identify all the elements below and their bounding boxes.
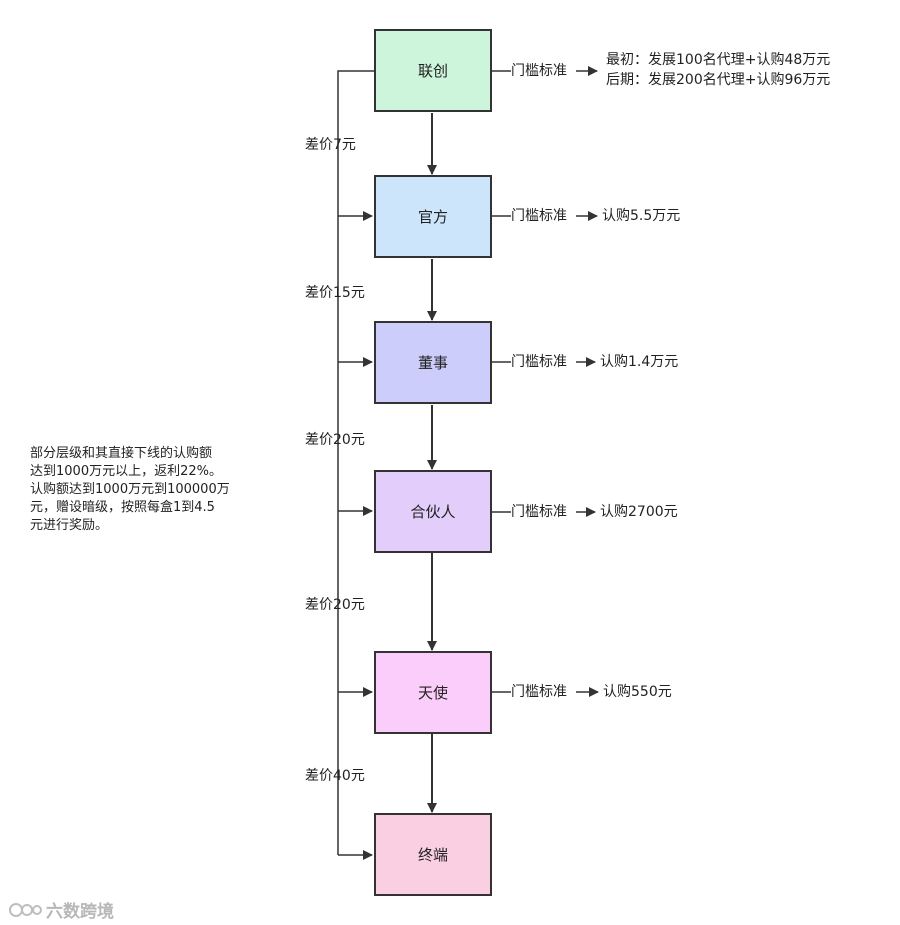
requirement-label: 认购1.4万元 — [600, 354, 679, 370]
watermark: 六数跨境 — [8, 897, 114, 922]
gate-label: 门槛标准 — [511, 208, 567, 224]
requirement-label: 认购550元 — [603, 684, 672, 700]
note-line: 达到1000万元以上，返利22%。 — [30, 464, 222, 479]
note-line: 元进行奖励。 — [30, 518, 109, 533]
level-box-hehuoren: 合伙人 — [374, 470, 492, 553]
level-box-guanfang: 官方 — [374, 175, 492, 258]
requirement-line: 最初：发展100名代理+认购48万元 — [606, 52, 831, 68]
watermark-text: 六数跨境 — [46, 902, 114, 922]
level-box-dongshi: 董事 — [374, 321, 492, 404]
level-name: 天使 — [417, 684, 448, 702]
level-box-zhongduan: 终端 — [374, 813, 492, 896]
bypass-line — [337, 70, 374, 855]
requirement-label: 认购5.5万元 — [602, 208, 681, 224]
price-diff-label: 差价40元 — [305, 768, 365, 784]
level-box-tianshi: 天使 — [374, 651, 492, 734]
gate-label: 门槛标准 — [511, 354, 567, 370]
gate-label: 门槛标准 — [511, 63, 567, 79]
rebate-note: 部分层级和其直接下线的认购额 达到1000万元以上，返利22%。 认购额达到10… — [30, 445, 255, 535]
level-name: 官方 — [417, 208, 448, 226]
level-name: 合伙人 — [410, 503, 456, 521]
price-diff-label: 差价15元 — [305, 285, 365, 301]
note-line: 元，赠设暗级，按照每盒1到4.5 — [30, 500, 215, 515]
price-diff-label: 差价20元 — [305, 432, 365, 448]
requirement-label: 认购2700元 — [600, 504, 678, 520]
note-line: 部分层级和其直接下线的认购额 — [30, 446, 213, 461]
requirement-line: 后期：发展200名代理+认购96万元 — [606, 72, 831, 88]
price-diff-label: 差价20元 — [305, 597, 365, 613]
level-name: 终端 — [417, 846, 448, 864]
gate-label: 门槛标准 — [511, 684, 567, 700]
level-box-lianchuang: 联创 — [374, 29, 492, 112]
level-name: 联创 — [417, 62, 448, 80]
level-name: 董事 — [417, 354, 448, 372]
watermark-logo-icon — [9, 902, 42, 917]
gate-label: 门槛标准 — [511, 504, 567, 520]
price-diff-label: 差价7元 — [305, 137, 356, 153]
note-line: 认购额达到1000万元到100000万 — [30, 482, 230, 497]
